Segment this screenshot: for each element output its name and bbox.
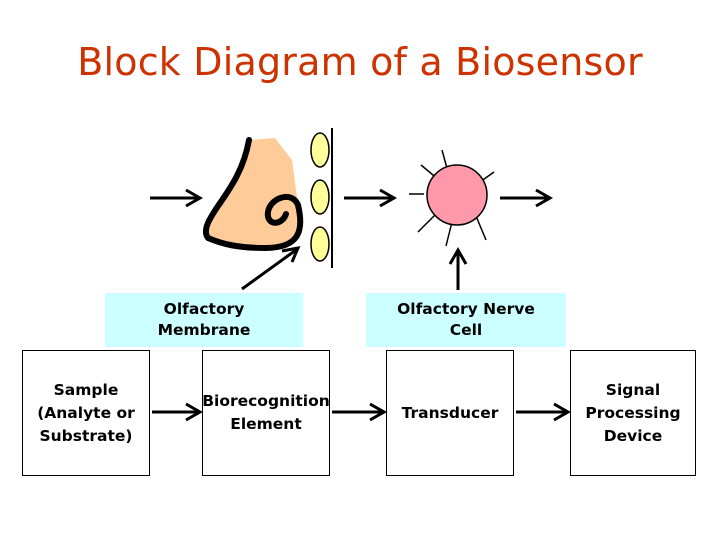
- nose-icon: [205, 138, 301, 248]
- page-title: Block Diagram of a Biosensor: [77, 40, 643, 84]
- transducer-block: Transducer: [386, 350, 514, 476]
- arrow-transducer-to-signal: [516, 402, 572, 422]
- nerve-cell-icon: [409, 149, 495, 247]
- sample-block: Sample (Analyte or Substrate): [22, 350, 150, 476]
- arrow-membrane-to-cell: [344, 188, 398, 208]
- olfactory-membrane-label: Olfactory Membrane: [105, 293, 303, 347]
- signal-processing-device-block: Signal Processing Device: [570, 350, 696, 476]
- membrane-receptor-icon: [310, 226, 330, 262]
- olfactory-nerve-cell-label: Olfactory Nerve Cell: [366, 293, 566, 347]
- membrane-pointer-arrow: [241, 246, 301, 291]
- membrane-receptor-icon: [310, 132, 330, 168]
- arrow-into-nose: [150, 188, 204, 208]
- nose-outline-icon: [202, 137, 304, 251]
- arrow-out-of-cell: [500, 188, 554, 208]
- cell-pointer-arrow: [448, 246, 468, 290]
- arrow-sample-to-biorecognition: [152, 402, 204, 422]
- arrow-biorecognition-to-transducer: [332, 402, 388, 422]
- membrane-receptor-icon: [310, 179, 330, 215]
- biorecognition-element-block: Biorecognition Element: [202, 350, 330, 476]
